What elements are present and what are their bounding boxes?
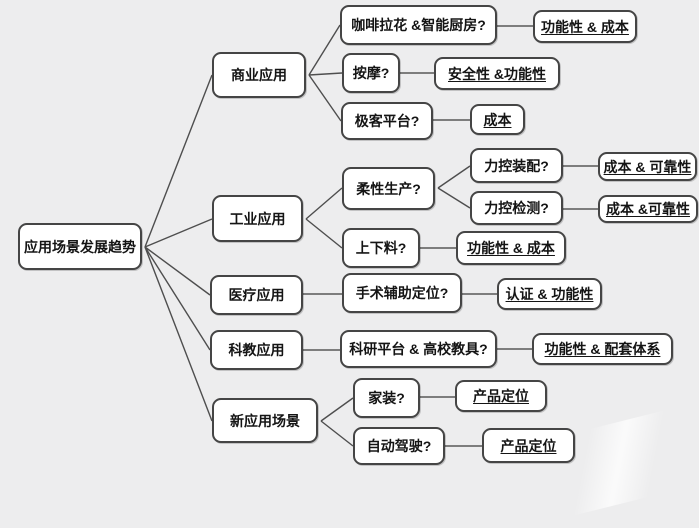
connector-layer [144,24,598,447]
node-label: 成本 &可靠性 [606,201,690,217]
node-label: 工业应用 [229,210,286,227]
node-force-control-inspection[interactable]: 力控检测? [470,191,563,225]
edge [308,74,342,122]
edge [305,218,343,249]
node-education-application[interactable]: 科教应用 [210,330,303,370]
node-label: 上下料? [355,240,407,256]
leaf-safety-functionality[interactable]: 安全性 &功能性 [434,57,560,90]
node-autonomous-driving[interactable]: 自动驾驶? [353,427,445,465]
node-label: 力控检测? [484,200,549,216]
mindmap-canvas: 应用场景发展趋势 商业应用 工业应用 医疗应用 科教应用 新应用场景 咖啡拉花 … [18,5,699,528]
edge [144,246,213,422]
leaf-functionality-support-system[interactable]: 功能性 & 配套体系 [532,333,673,365]
edge [144,246,211,351]
node-label: 科研平台 & 高校教具? [349,341,488,357]
edge [144,246,211,296]
node-label: 功能性 & 成本 [541,18,629,35]
node-commercial-application[interactable]: 商业应用 [212,52,306,98]
node-industrial-application[interactable]: 工业应用 [212,195,303,242]
node-label: 安全性 &功能性 [448,65,546,82]
leaf-cost-reliability-2[interactable]: 成本 &可靠性 [598,195,698,223]
edge [305,187,343,220]
node-label: 成本 & 可靠性 [603,158,692,175]
node-label: 医疗应用 [228,287,285,303]
node-label: 家装? [368,390,405,406]
node-root[interactable]: 应用场景发展趋势 [18,223,142,270]
node-label: 产品定位 [473,388,529,404]
node-label: 产品定位 [500,437,557,454]
node-label: 极客平台? [354,113,420,129]
node-label: 按摩? [352,65,390,81]
node-surgical-assist-positioning[interactable]: 手术辅助定位? [342,273,462,313]
node-label: 力控装配? [484,157,549,174]
edge [320,420,354,447]
node-label: 成本 [483,111,512,128]
node-new-scenarios[interactable]: 新应用场景 [212,398,318,443]
node-label: 应用场景发展趋势 [24,238,136,255]
node-massage[interactable]: 按摩? [342,53,400,93]
edge [437,165,471,189]
node-label: 新应用场景 [230,412,300,429]
node-force-control-assembly[interactable]: 力控装配? [470,148,563,183]
edge [144,74,213,248]
edge [308,24,341,76]
leaf-cost-reliability-1[interactable]: 成本 & 可靠性 [598,152,697,181]
node-label: 柔性生产? [356,180,421,197]
edge [144,218,213,248]
node-research-platform-teaching[interactable]: 科研平台 & 高校教具? [340,330,497,368]
leaf-product-positioning-2[interactable]: 产品定位 [482,428,575,463]
node-label: 科教应用 [228,342,285,358]
edge [320,397,354,422]
leaf-certification-functionality[interactable]: 认证 & 功能性 [497,278,602,310]
node-flexible-production[interactable]: 柔性生产? [342,167,435,210]
node-loading-unloading[interactable]: 上下料? [342,228,420,268]
node-label: 咖啡拉花 &智能厨房? [351,17,486,33]
leaf-functionality-cost-1[interactable]: 功能性 & 成本 [533,10,637,43]
node-label: 功能性 & 配套体系 [544,341,661,357]
node-label: 功能性 & 成本 [467,240,555,256]
leaf-product-positioning-1[interactable]: 产品定位 [455,380,547,412]
node-label: 手术辅助定位? [355,285,449,301]
leaf-functionality-cost-2[interactable]: 功能性 & 成本 [456,231,566,265]
node-home-decoration[interactable]: 家装? [353,378,420,418]
node-label: 认证 & 功能性 [505,286,594,302]
node-coffee-smart-kitchen[interactable]: 咖啡拉花 &智能厨房? [340,5,497,45]
edge [437,187,471,209]
node-label: 自动驾驶? [366,438,432,454]
node-label: 商业应用 [231,67,287,83]
node-medical-application[interactable]: 医疗应用 [210,275,303,315]
edge [308,72,343,76]
node-geek-platform[interactable]: 极客平台? [341,102,433,140]
leaf-cost[interactable]: 成本 [470,104,525,135]
